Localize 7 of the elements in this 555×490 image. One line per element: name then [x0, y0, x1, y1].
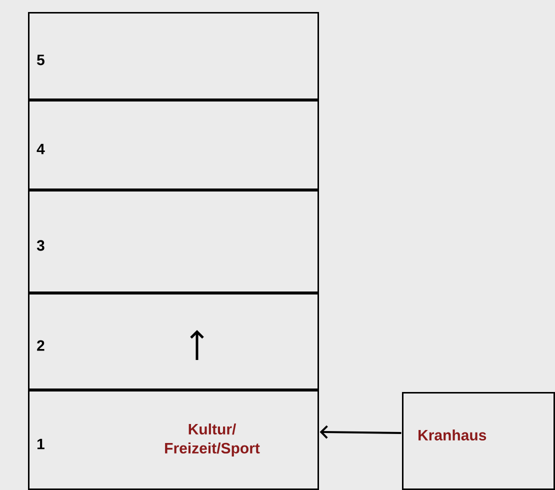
floor-box: 1 Kultur/ Freizeit/Sport: [28, 390, 319, 490]
arrow: [320, 425, 402, 439]
floor-box: 5: [28, 12, 319, 100]
floor-box: 3: [28, 190, 319, 293]
floor-box: 2: [28, 293, 319, 390]
annex-box: Kranhaus: [402, 392, 555, 490]
floor-box: 4: [28, 100, 319, 190]
